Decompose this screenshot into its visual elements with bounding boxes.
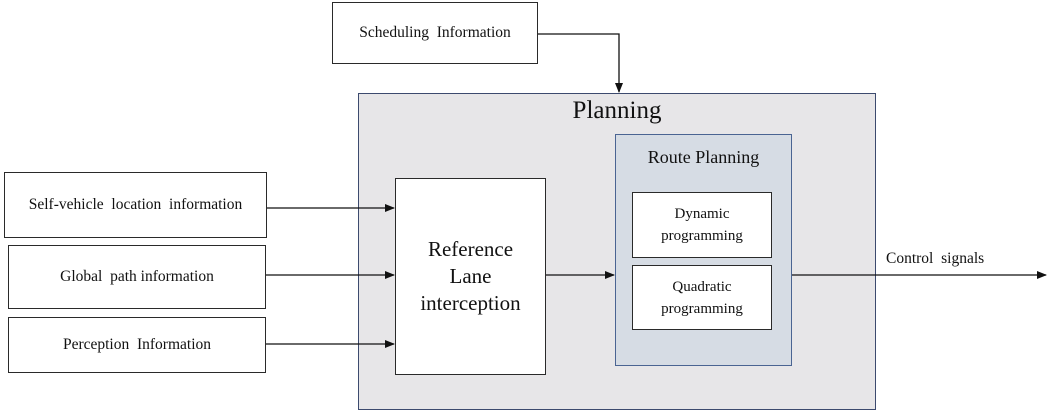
planning-title: Planning bbox=[572, 97, 662, 124]
reference-line-2: Lane bbox=[449, 264, 492, 288]
reference-lane-interception-box: Reference Lane interception bbox=[395, 178, 546, 375]
quadratic-line-2: programming bbox=[661, 300, 743, 317]
global-path-box: Global path information bbox=[8, 245, 266, 309]
reference-line-3: interception bbox=[420, 291, 521, 315]
quadratic-programming-box: Quadratic programming bbox=[632, 265, 772, 330]
control-signals-label: Control signals bbox=[886, 250, 985, 267]
quadratic-programming-text: Quadratic programming bbox=[661, 276, 743, 320]
global-path-label: Global path information bbox=[60, 268, 214, 285]
dynamic-line-1: Dynamic bbox=[674, 206, 730, 222]
perception-information-box: Perception Information bbox=[8, 317, 266, 373]
quadratic-line-1: Quadratic bbox=[672, 278, 732, 295]
reference-lane-interception-text: Reference Lane interception bbox=[420, 236, 520, 317]
dynamic-programming-text: Dynamic programming bbox=[661, 203, 743, 247]
self-vehicle-location-box: Self-vehicle location information bbox=[4, 172, 267, 238]
self-vehicle-location-label: Self-vehicle location information bbox=[28, 196, 243, 213]
dynamic-line-2: programming bbox=[661, 228, 743, 244]
reference-line-1: Reference bbox=[427, 237, 514, 261]
perception-information-label: Perception Information bbox=[62, 336, 212, 353]
scheduling-information-box: Scheduling Information bbox=[332, 2, 538, 64]
dynamic-programming-box: Dynamic programming bbox=[632, 192, 772, 258]
scheduling-information-label: Scheduling Information bbox=[359, 24, 511, 41]
arrow-scheduling-to-planning bbox=[538, 33, 623, 93]
route-planning-title: Route Planning bbox=[647, 147, 760, 167]
